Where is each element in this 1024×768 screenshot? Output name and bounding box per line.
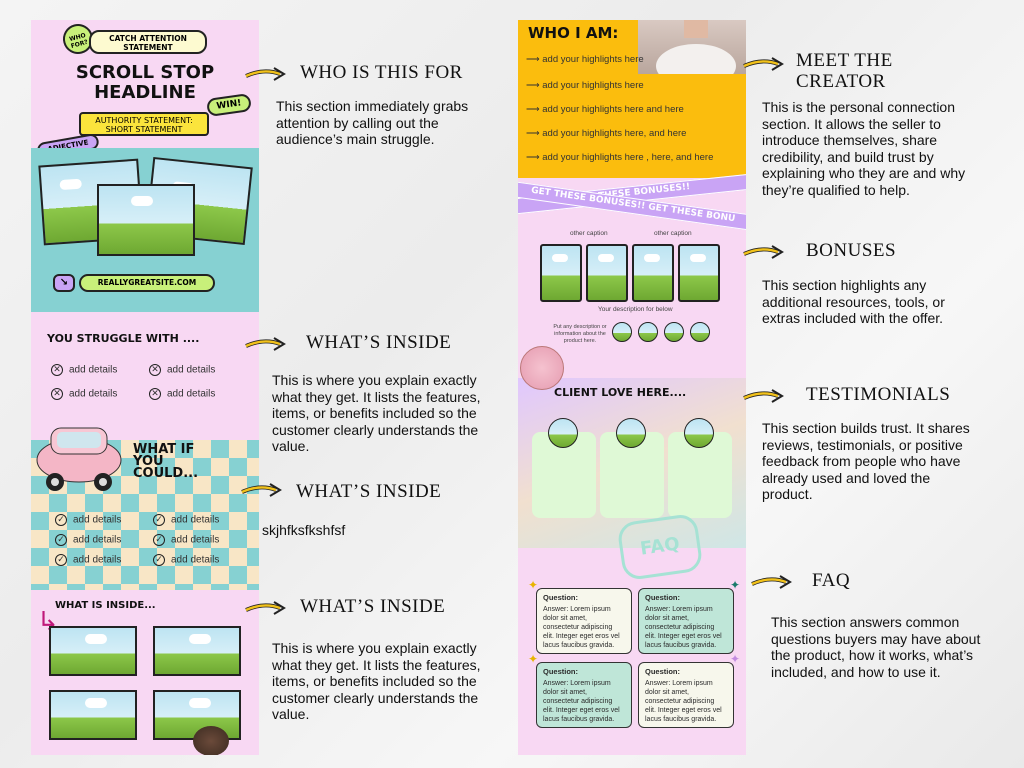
product-note: Put any description or information about… [553, 324, 607, 344]
could-item: ✓add details [153, 534, 219, 546]
inside-title: WHAT IS INSIDE... [55, 600, 156, 611]
bonus-photo-2 [586, 244, 628, 302]
phone-sticker [520, 346, 564, 390]
inside-photo-1 [49, 626, 137, 676]
struggle-item: ✕add details [51, 364, 117, 376]
inside2-text: skjhfksfkshfsf [262, 522, 346, 538]
bonuses-heading: BONUSES [806, 240, 897, 261]
creator-text: This is the personal connection section.… [762, 99, 966, 198]
faq-card: Question:Answer: Lorem ipsum dolor sit a… [638, 588, 734, 654]
could-item: ✓add details [55, 534, 121, 546]
arrow-icon [245, 67, 286, 81]
x-icon: ✕ [51, 364, 63, 376]
inside-photo-3 [49, 690, 137, 740]
product-circle-2 [638, 322, 658, 342]
faq-card: Question:Answer: Lorem ipsum dolor sit a… [536, 588, 632, 654]
check-icon: ✓ [55, 514, 67, 526]
product-circle-1 [612, 322, 632, 342]
who-for-text: This section immediately grabs attention… [276, 98, 469, 147]
caption-2: other caption [654, 230, 692, 237]
highlight-item: ⟶ add your highlights here , here, and h… [526, 152, 714, 163]
arrow-icon [751, 575, 792, 589]
arrow-icon [245, 337, 286, 351]
could-item: ✓add details [55, 514, 121, 526]
client-love-title: CLIENT LOVE HERE.... [554, 386, 687, 399]
creator-photo [638, 20, 746, 88]
arrow-icon [743, 57, 784, 71]
highlight-item: ⟶ add your highlights here [526, 80, 644, 91]
left-mockup: WHO FOR? CATCH ATTENTION STATEMENT SCROL… [31, 20, 259, 755]
struggle-item: ✕add details [149, 388, 215, 400]
arrow-button[interactable]: ↘ [53, 274, 75, 292]
catch-attention-label: CATCH ATTENTION STATEMENT [89, 30, 207, 54]
could-item: ✓add details [153, 554, 219, 566]
could-item: ✓add details [153, 514, 219, 526]
arrow-icon [743, 389, 784, 403]
check-icon: ✓ [55, 554, 67, 566]
could-item: ✓add details [55, 554, 121, 566]
struggle-title: YOU STRUGGLE WITH .... [47, 332, 200, 345]
highlight-item: ⟶ add your highlights here [526, 54, 644, 65]
testimonials-text: This section builds trust. It shares rev… [762, 420, 970, 502]
inside3-heading: WHAT’S INSIDE [300, 596, 446, 617]
inside2-heading: WHAT’S INSIDE [296, 481, 442, 502]
product-circle-4 [690, 322, 710, 342]
faq-text: This section answers common questions bu… [771, 614, 981, 680]
inside1-heading: WHAT’S INSIDE [306, 332, 452, 353]
bonus-photo-4 [678, 244, 720, 302]
sparkle-icon: ✦ [730, 578, 741, 592]
sunglasses-sticker [193, 726, 229, 755]
bonus-photo-1 [540, 244, 582, 302]
headline-line1: SCROLL STOP [75, 62, 215, 83]
bonus-description: Your description for below [598, 306, 673, 313]
bonus-photo-3 [632, 244, 674, 302]
authority-statement: AUTHORITY STATEMENT: SHORT STATEMENT [79, 112, 209, 136]
testimonial-avatar [548, 418, 578, 448]
check-icon: ✓ [153, 554, 165, 566]
bonuses-text: This section highlights any additional r… [762, 277, 945, 326]
creator-heading: MEET THE CREATOR [796, 50, 893, 92]
faq-card: Question:Answer: Lorem ipsum dolor sit a… [638, 662, 734, 728]
headline-line2: HEADLINE [94, 82, 196, 103]
x-icon: ✕ [51, 388, 63, 400]
what-if-heading: WHAT IF YOU COULD... [133, 442, 199, 481]
who-title: WHO I AM: [528, 24, 619, 42]
testimonial-avatar [616, 418, 646, 448]
arrow-icon [241, 483, 282, 497]
check-icon: ✓ [55, 534, 67, 546]
faq-card: Question:Answer: Lorem ipsum dolor sit a… [536, 662, 632, 728]
pink-car-image [33, 410, 125, 498]
struggle-item: ✕add details [149, 364, 215, 376]
highlight-item: ⟶ add your highlights here and here [526, 104, 684, 115]
arrow-icon [245, 601, 286, 615]
inside3-text: This is where you explain exactly what t… [272, 640, 481, 722]
sparkle-icon: ✦ [730, 652, 741, 666]
sparkle-icon: ✦ [528, 578, 539, 592]
check-icon: ✓ [153, 514, 165, 526]
faq-heading: FAQ [812, 570, 851, 591]
product-circle-3 [664, 322, 684, 342]
right-mockup: WHO I AM: ⟶ add your highlights here ⟶ a… [518, 20, 746, 755]
site-button[interactable]: REALLYGREATSITE.COM [79, 274, 215, 292]
caption-1: other caption [570, 230, 608, 237]
struggle-item: ✕add details [51, 388, 117, 400]
testimonial-avatar [684, 418, 714, 448]
sparkle-icon: ✦ [528, 652, 539, 666]
inside-photo-2 [153, 626, 241, 676]
arrow-icon [743, 245, 784, 259]
x-icon: ✕ [149, 364, 161, 376]
inside1-text: This is where you explain exactly what t… [272, 372, 481, 454]
faq-bubble-icon: FAQ [616, 512, 704, 582]
hero-photo-3 [97, 184, 195, 256]
testimonials-heading: TESTIMONIALS [806, 384, 951, 405]
check-icon: ✓ [153, 534, 165, 546]
highlight-item: ⟶ add your highlights here, and here [526, 128, 687, 139]
x-icon: ✕ [149, 388, 161, 400]
who-for-heading: WHO IS THIS FOR [300, 62, 463, 83]
